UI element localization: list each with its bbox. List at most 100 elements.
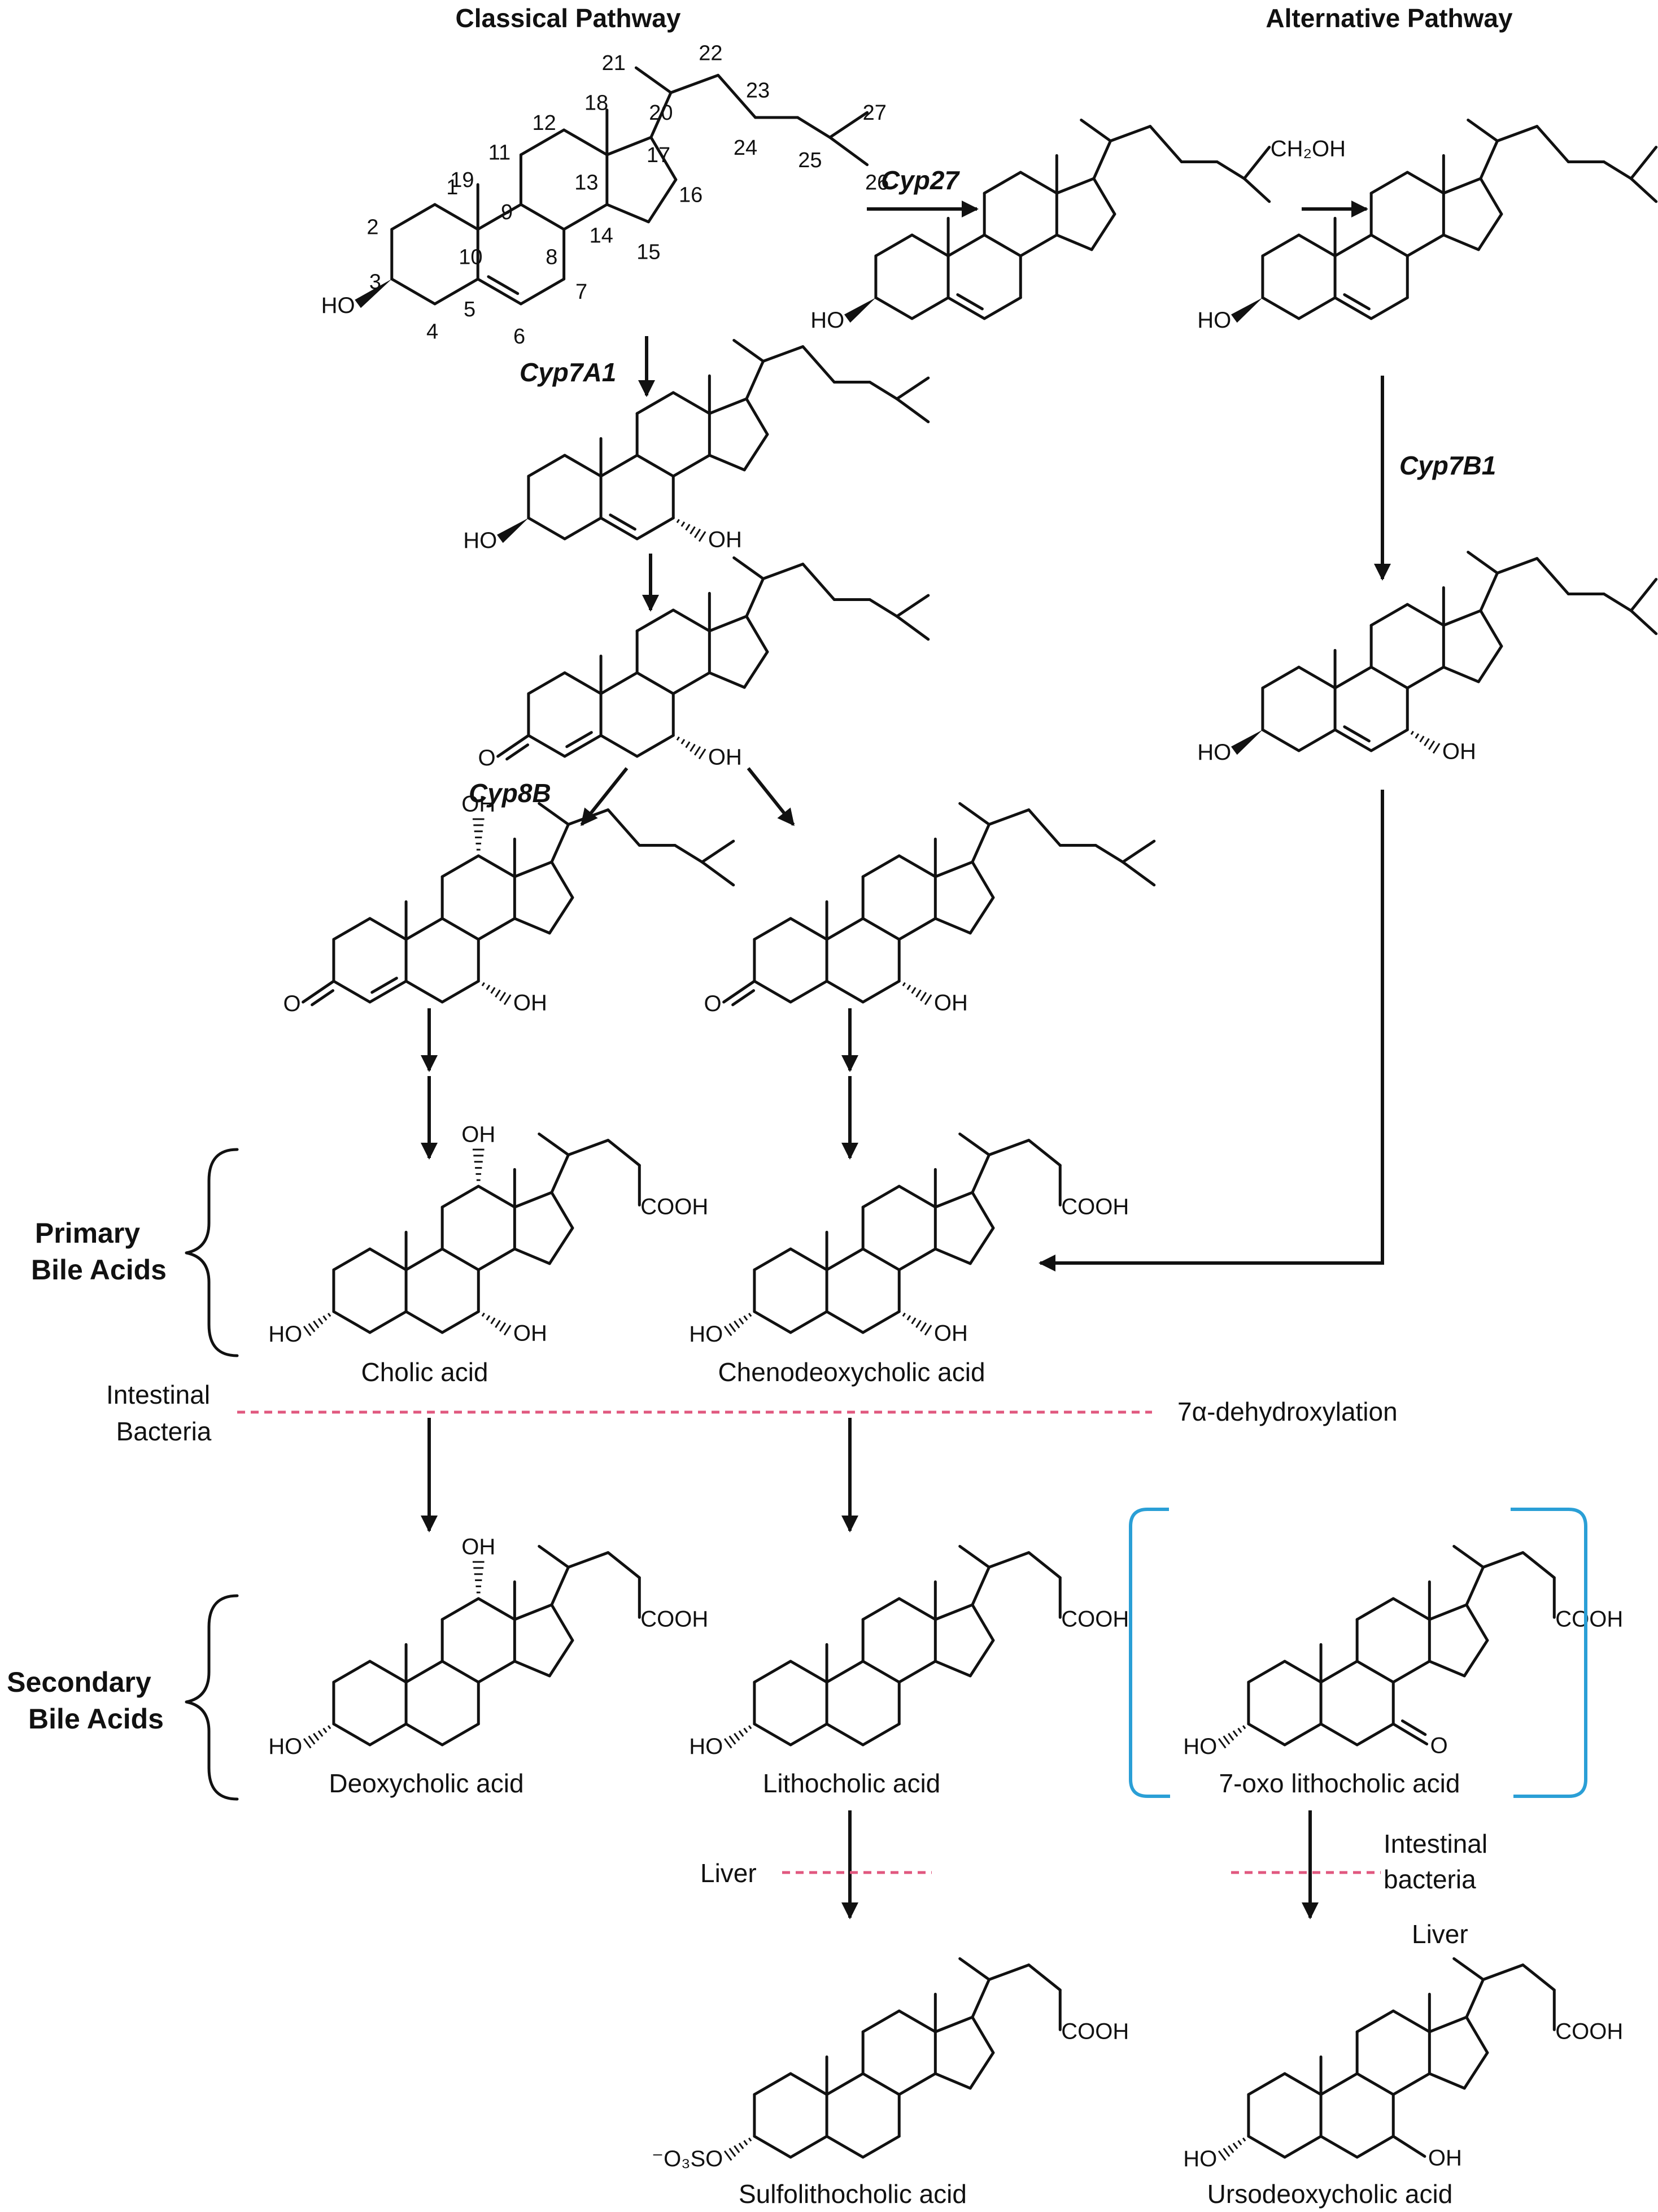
header-alternative: Alternative Pathway xyxy=(1266,3,1513,33)
name-7-oxo-lithocholic-acid: 7-oxo lithocholic acid xyxy=(1219,1769,1460,1798)
bracket-left xyxy=(1129,1508,1170,1798)
note-liver-left: Liver xyxy=(700,1858,757,1888)
carboxyl-label: COOH xyxy=(1555,2019,1623,2044)
secondary-brace xyxy=(185,1594,239,1801)
atom-number-21: 21 xyxy=(602,51,626,75)
hydroxyl-7-label: OH xyxy=(513,991,547,1016)
hydroxyl-3-label: HO xyxy=(810,308,844,333)
hydroxyl-7-label: OH xyxy=(1442,739,1476,764)
hydroxyl-3-label: HO xyxy=(689,1322,723,1347)
atom-number-5: 5 xyxy=(464,298,475,321)
structure-chenodeoxycholic-acid: HO OH COOH xyxy=(689,1133,1129,1347)
header-classical: Classical Pathway xyxy=(456,3,681,33)
hydroxyl-12-label: OH xyxy=(461,1122,495,1147)
atom-number-15: 15 xyxy=(636,241,660,264)
name-chenodeoxycholic-acid: Chenodeoxycholic acid xyxy=(718,1357,985,1387)
keto-7-label: O xyxy=(1430,1734,1448,1758)
structure-7a-12a-dihydroxy-4-cholesten-3-one: O OH OH xyxy=(283,792,735,1016)
hydroxyl-3-label: HO xyxy=(321,293,355,318)
name-sulfolithocholic-acid: Sulfolithocholic acid xyxy=(739,2179,967,2209)
note-intestinal: Intestinal xyxy=(106,1380,210,1409)
structure-3b-hydroxy-cholestenoic-acid: HO COO⁻ xyxy=(1197,119,1658,333)
primary-label-2: Bile Acids xyxy=(31,1254,167,1286)
enzyme-cyp8b: Cyp8B xyxy=(469,778,551,808)
enzyme-cyp7b1: Cyp7B1 xyxy=(1399,451,1496,480)
atom-number-9: 9 xyxy=(501,201,513,224)
atom-number-11: 11 xyxy=(488,141,511,165)
keto-3-label: O xyxy=(283,991,300,1016)
hydroxyl-7-label: OH xyxy=(934,991,968,1016)
atom-number-14: 14 xyxy=(590,224,613,248)
carboxyl-label: COOH xyxy=(1061,2019,1129,2044)
atom-number-25: 25 xyxy=(798,149,822,172)
atom-number-3: 3 xyxy=(369,270,381,294)
carboxylate-label: COO⁻ xyxy=(1657,569,1658,594)
arrow-alt-to-cdca xyxy=(1039,790,1384,1272)
structure-cholic-acid: HO OH OH COOH xyxy=(268,1122,708,1347)
structure-7a-hydroxy-cholestan-3-one: O OH xyxy=(704,802,1156,1016)
structure-ursodeoxycholic-acid: HO OH COOH xyxy=(1183,1957,1623,2171)
atom-number-10: 10 xyxy=(459,245,482,269)
atom-number-6: 6 xyxy=(513,325,525,349)
hydroxyl-12-label: OH xyxy=(461,792,495,817)
arrow-cyp8b xyxy=(580,767,629,826)
atom-number-13: 13 xyxy=(574,171,598,194)
atom-number-2: 2 xyxy=(366,216,378,240)
carboxyl-label: COOH xyxy=(640,1194,708,1219)
structure-7a-hydroxy-4-cholesten-3-one: O OH xyxy=(478,556,930,770)
structure-sulfolithocholic-acid: ⁻O₃SO COOH xyxy=(652,1957,1129,2171)
note-bacteria: Bacteria xyxy=(116,1417,212,1446)
atom-number-22: 22 xyxy=(699,42,722,66)
hydroxyl-3-label: HO xyxy=(463,528,497,553)
hydroxyl-3-label: HO xyxy=(689,1734,723,1759)
hydroxyl-3-label: HO xyxy=(268,1734,302,1759)
atom-number-12: 12 xyxy=(532,111,556,135)
atom-number-7: 7 xyxy=(575,280,587,304)
sulfate-3-label: ⁻O₃SO xyxy=(652,2146,723,2171)
carboxylate-label: COO⁻ xyxy=(1657,137,1658,162)
structure-27-hydroxycholesterol: HO CH₂OH xyxy=(810,119,1346,333)
carboxyl-label: COOH xyxy=(1061,1606,1129,1631)
hydroxyl-3-label: HO xyxy=(1183,2146,1217,2171)
arrows xyxy=(421,201,1391,1919)
arrow-to-cdca-precursor xyxy=(747,767,795,826)
name-cholic-acid: Cholic acid xyxy=(361,1357,488,1387)
enzyme-cyp27: Cyp27 xyxy=(881,166,960,195)
ch2oh-label: CH₂OH xyxy=(1271,137,1346,162)
hydroxyl-12-label: OH xyxy=(461,1535,495,1560)
hydroxyl-3-label: HO xyxy=(268,1322,302,1347)
carboxyl-label: COOH xyxy=(1555,1606,1623,1631)
atom-number-23: 23 xyxy=(746,79,770,103)
carboxyl-label: COOH xyxy=(1061,1194,1129,1219)
name-lithocholic-acid: Lithocholic acid xyxy=(763,1769,941,1798)
atom-number-4: 4 xyxy=(426,320,438,343)
atom-number-24: 24 xyxy=(734,136,757,160)
keto-3-label: O xyxy=(478,746,495,770)
bracket-right xyxy=(1511,1508,1587,1798)
secondary-label-1: Secondary xyxy=(7,1666,151,1698)
secondary-label-2: Bile Acids xyxy=(28,1703,164,1735)
hydroxyl-3-label: HO xyxy=(1197,308,1231,333)
structure-3b-7a-dihydroxy-cholestenoic-acid: HO OH COO⁻ xyxy=(1197,551,1658,765)
atom-number-27: 27 xyxy=(863,101,887,125)
name-deoxycholic-acid: Deoxycholic acid xyxy=(329,1769,523,1798)
hydroxyl-7-label: OH xyxy=(513,1321,547,1346)
keto-3-label: O xyxy=(704,991,721,1016)
atom-number-17: 17 xyxy=(647,143,670,167)
hydroxyl-7-label: OH xyxy=(1428,2146,1462,2171)
name-ursodeoxycholic-acid: Ursodeoxycholic acid xyxy=(1207,2179,1453,2209)
note-bacteria-right: bacteria xyxy=(1384,1865,1476,1894)
note-7a-dehydroxylation: 7α-dehydroxylation xyxy=(1177,1397,1398,1426)
hydroxyl-7-label: OH xyxy=(708,745,742,770)
atom-number-19: 19 xyxy=(450,168,474,192)
hydroxyl-7-label: OH xyxy=(708,528,742,552)
primary-label-1: Primary xyxy=(35,1217,140,1249)
hydroxyl-3-label: HO xyxy=(1197,740,1231,765)
structure-7a-hydroxycholesterol: HO OH xyxy=(463,339,930,553)
hydroxyl-7-label: OH xyxy=(934,1321,968,1346)
enzyme-cyp7a1: Cyp7A1 xyxy=(520,358,616,387)
